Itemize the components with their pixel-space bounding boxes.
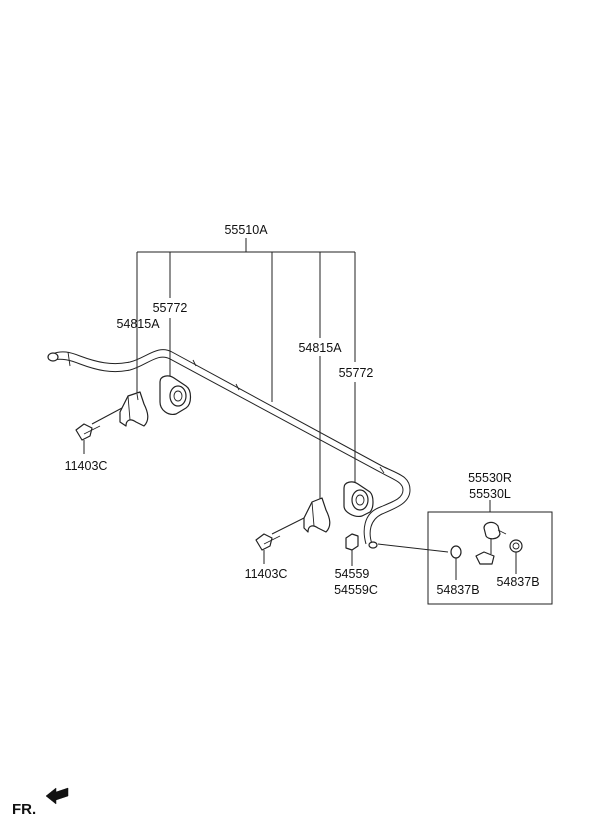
bracket-left	[119, 391, 149, 427]
label-bushing-right: 55772	[339, 366, 374, 380]
label-link-l: 55530L	[469, 487, 511, 501]
label-stabilizer-bar: 55510A	[224, 223, 268, 237]
stabilizer-bar	[47, 349, 411, 549]
label-link-r: 55530R	[468, 471, 512, 485]
label-bracket-left: 54815A	[116, 317, 160, 331]
bracket-right	[303, 497, 331, 533]
front-indicator: FR.	[12, 787, 69, 818]
link-leader-line	[377, 543, 449, 553]
label-nut-c: 54559C	[334, 583, 378, 597]
bolt-left	[75, 407, 123, 454]
label-cap-left: 54837B	[436, 583, 479, 597]
stabilizer-link-box	[427, 500, 553, 605]
label-bracket-right: 54815A	[298, 341, 342, 355]
label-nut: 54559	[335, 567, 370, 581]
bolt-right	[255, 517, 305, 564]
front-label: FR.	[12, 801, 36, 818]
leader-lines-main	[136, 238, 356, 500]
label-bolt-left: 11403C	[65, 459, 108, 473]
label-bushing-left: 55772	[153, 301, 188, 315]
bushing-left	[159, 375, 192, 415]
arrow-left-icon	[45, 787, 69, 805]
nut	[345, 533, 359, 566]
bushing-right	[343, 481, 374, 517]
label-cap-right: 54837B	[496, 575, 539, 589]
label-bolt-right: 11403C	[245, 567, 288, 581]
